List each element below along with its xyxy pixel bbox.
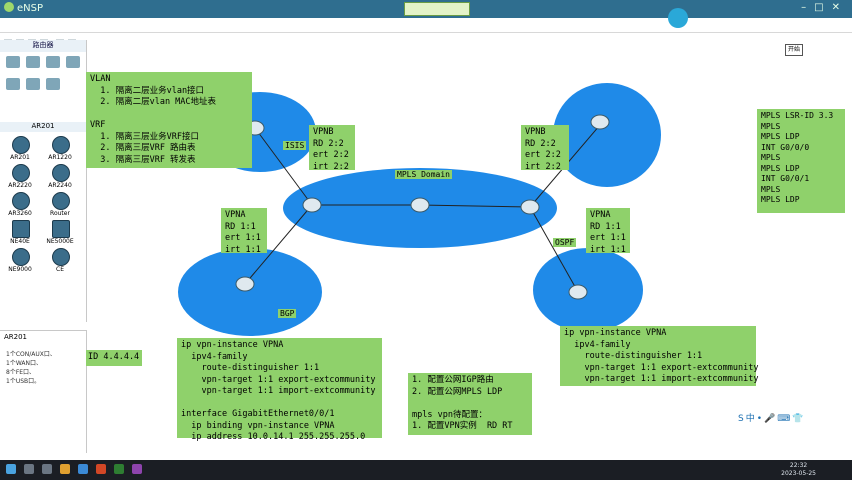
ospf-label: OSPF — [553, 238, 577, 247]
vpna-left-params: VPNA RD 1:1 ert 1:1 irt 1:1 — [221, 208, 267, 255]
app-title: eNSP — [4, 2, 43, 14]
router-ce-b2-icon[interactable] — [590, 114, 610, 130]
site-bubble-vpna-left — [178, 248, 322, 336]
windows-start-icon[interactable] — [6, 464, 16, 474]
device-ar1220-icon[interactable] — [52, 136, 70, 154]
device-label: AR3260 — [8, 210, 32, 217]
device-info-line: 8个FE口、 — [6, 369, 36, 376]
cloud-category-icon[interactable] — [26, 78, 40, 90]
mpls-domain-label: MPLS Domain — [395, 170, 452, 179]
router-pe2-icon[interactable] — [520, 199, 540, 215]
device-panel-title: 路由器 — [0, 40, 86, 52]
device-router-icon[interactable] — [52, 192, 70, 210]
router-ce-a1-icon[interactable] — [235, 276, 255, 292]
wlan-category-icon[interactable] — [46, 56, 60, 68]
bgp-label: BGP — [278, 309, 297, 318]
router-ce-a2-icon[interactable] — [568, 284, 588, 300]
pc-category-icon[interactable] — [6, 78, 20, 90]
device-label: NE9000 — [8, 266, 32, 273]
mpls-config-commands: MPLS LSR-ID 3.3 MPLS MPLS LDP INT G0/0/0… — [757, 109, 845, 213]
router-pe1-icon[interactable] — [302, 197, 322, 213]
clock-time: 22:32 — [789, 462, 808, 469]
device-ar201-icon[interactable] — [12, 136, 30, 154]
system-clock[interactable]: 22:32 2023-05-25 — [781, 462, 816, 478]
link-pe2-ce-a2[interactable] — [529, 206, 579, 293]
switch-category-icon[interactable] — [26, 56, 40, 68]
app-taskbar-icon[interactable] — [132, 464, 142, 474]
device-info-line: 1个WAN口、 — [6, 360, 43, 367]
site-bubble-vpnb-right — [553, 83, 661, 187]
device-panel: 路由器 AR201 AR201 AR1220 AR2220 AR2240 AR3… — [0, 40, 87, 322]
powerpoint-icon[interactable] — [96, 464, 106, 474]
link-pe1-ce-a1[interactable] — [244, 204, 313, 285]
floating-toolbar[interactable] — [404, 2, 470, 16]
device-ne5000e-icon[interactable] — [52, 220, 70, 238]
window-controls[interactable]: –□✕ — [801, 2, 848, 13]
ime-status-icons[interactable]: S中•🎤⌨👕 — [738, 414, 806, 424]
device-info-title: AR201 — [4, 333, 28, 341]
firewall-category-icon[interactable] — [66, 56, 80, 68]
device-info-panel: AR201 1个CON/AUX口、 1个WAN口、 8个FE口、 1个USB口。 — [0, 330, 87, 453]
router-p-icon[interactable] — [410, 197, 430, 213]
device-info-line: 1个USB口。 — [6, 378, 41, 385]
config-steps-notes: 1. 配置公网IGP路由 2. 配置公网MPLS LDP mpls vpn待配置… — [408, 373, 532, 435]
start-button[interactable]: 开始 — [785, 44, 803, 56]
device-ar2240-icon[interactable] — [52, 164, 70, 182]
router-id-fragment: ID 4.4.4.4 — [86, 350, 142, 366]
device-label: AR1220 — [48, 154, 72, 161]
edge-browser-icon[interactable] — [78, 464, 88, 474]
device-label: NE5000E — [46, 238, 74, 245]
device-section-title: AR201 — [0, 122, 86, 132]
device-ne40e-icon[interactable] — [12, 220, 30, 238]
device-ar3260-icon[interactable] — [12, 192, 30, 210]
link-ce-b1-pe1[interactable] — [254, 127, 313, 206]
device-ar2220-icon[interactable] — [12, 164, 30, 182]
site-bubble-vpna-right — [533, 248, 643, 332]
device-ce-icon[interactable] — [52, 248, 70, 266]
router-category-icon[interactable] — [6, 56, 20, 68]
file-explorer-icon[interactable] — [60, 464, 70, 474]
clock-date: 2023-05-25 — [781, 470, 816, 477]
vpnb-left-params: VPNB RD 2:2 ert 2:2 irt 2:2 — [309, 125, 355, 172]
vpn-instance-config-right: ip vpn-instance VPNA ipv4-family route-d… — [560, 326, 758, 386]
device-info-line: 1个CON/AUX口、 — [6, 351, 56, 358]
ensp-logo-icon — [4, 2, 14, 12]
link-p-pe2[interactable] — [419, 204, 531, 208]
task-view-icon[interactable] — [42, 464, 52, 474]
device-ne9000-icon[interactable] — [12, 248, 30, 266]
vpnb-right-params: VPNB RD 2:2 ert 2:2 irt 2:2 — [521, 125, 569, 172]
device-label: AR2240 — [48, 182, 72, 189]
device-label: NE40E — [10, 238, 30, 245]
user-avatar-icon[interactable] — [668, 8, 688, 28]
vpna-right-params: VPNA RD 1:1 ert 1:1 irt 1:1 — [586, 208, 630, 255]
device-label: AR2220 — [8, 182, 32, 189]
ensp-taskbar-icon[interactable] — [114, 464, 124, 474]
search-icon[interactable] — [24, 464, 34, 474]
device-label: AR201 — [10, 154, 30, 161]
title-bar: eNSP –□✕ — [0, 0, 852, 18]
app-title-text: eNSP — [17, 3, 44, 14]
vlan-vrf-notes: VLAN 1. 隔离二层业务vlan接口 2. 隔离二层vlan MAC地址表 … — [86, 72, 252, 168]
device-label: Router — [50, 210, 70, 217]
vpn-instance-config-left: ip vpn-instance VPNA ipv4-family route-d… — [177, 338, 382, 442]
device-label: CE — [56, 266, 64, 273]
cable-category-icon[interactable] — [46, 78, 60, 90]
taskbar — [0, 460, 852, 480]
isis-label: ISIS — [283, 141, 307, 150]
